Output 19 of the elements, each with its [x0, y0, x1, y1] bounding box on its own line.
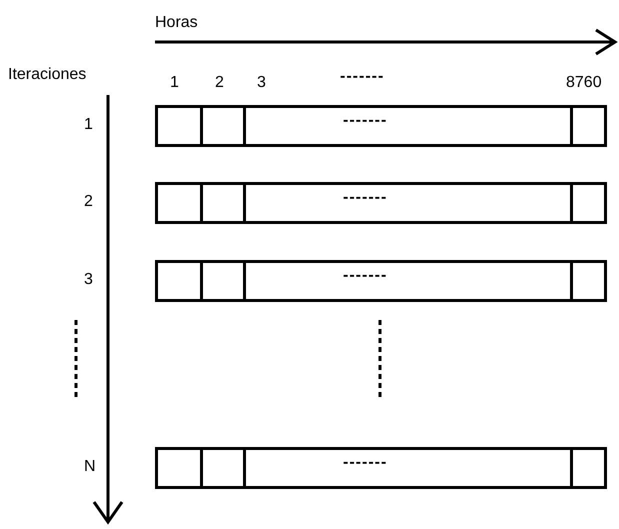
column-number: 8760: [566, 74, 602, 92]
row-number: 3: [84, 271, 93, 289]
axis-title: Iteraciones: [8, 66, 86, 84]
row-bar: [155, 105, 607, 147]
row-number: 1: [84, 116, 93, 134]
column-number: 2: [215, 74, 224, 92]
row-number: 2: [84, 193, 93, 211]
column-number: 3: [257, 74, 266, 92]
ellipsis-dashes: -------: [343, 112, 388, 130]
row-bar: [155, 182, 607, 224]
ellipsis-dashes: -------: [343, 454, 388, 472]
ellipsis-dashes: -------: [343, 267, 388, 285]
row-bar: [155, 260, 607, 302]
row-number: N: [84, 458, 96, 476]
ellipsis-dashes: -------: [340, 68, 384, 86]
column-number: 1: [170, 74, 179, 92]
axis-title: Horas: [155, 14, 198, 32]
ellipsis-dashes: -------: [343, 189, 388, 207]
row-bar: [155, 447, 607, 489]
